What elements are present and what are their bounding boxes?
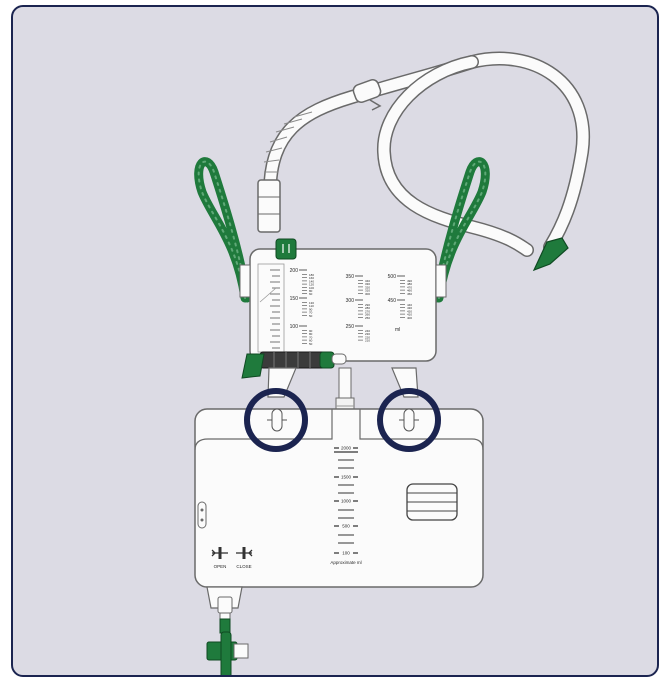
tube-connector — [258, 180, 280, 232]
chamber-scale-top: 100 — [290, 324, 299, 330]
drain-outlet[interactable] — [207, 587, 248, 677]
chamber-scale-top: 500 — [388, 274, 397, 280]
chamber-ml-label: ml — [395, 327, 400, 333]
bag-scale-label: 1500 — [341, 475, 352, 480]
chamber-scale-mark: 50 — [309, 342, 313, 346]
chamber-scale-mark: 400 — [407, 316, 412, 320]
chamber-scale-mark: 450 — [407, 292, 412, 296]
chamber-scale-top: 300 — [346, 298, 355, 304]
bag-scale-label: 100 — [342, 551, 350, 556]
chamber-scale-top: 200 — [290, 268, 299, 274]
bag-scale-label: 2000 — [341, 446, 352, 451]
drainage-tubing — [270, 59, 583, 250]
chamber-scale-mark: 50 — [309, 314, 313, 318]
measuring-chamber: ml 2001801601401201008060150130110907050… — [240, 239, 446, 361]
chamber-scale-top: 150 — [290, 296, 299, 302]
bag-scale-label: 500 — [342, 524, 350, 529]
chamber-scale-mark: 300 — [365, 292, 370, 296]
chamber-scale-top: 250 — [346, 324, 355, 330]
vent-grille-icon — [407, 484, 457, 520]
chamber-scale-mark: 60 — [309, 292, 313, 296]
sampling-port — [352, 78, 383, 110]
bag-scale-label: 1000 — [341, 499, 352, 504]
valve-close-label: CLOSE — [236, 564, 251, 569]
tube-end-cap — [534, 238, 568, 270]
bag-scale-caption: Approximate ml — [330, 560, 361, 565]
drainage-bag-illustration: ml 2001801601401201008060150130110907050… — [13, 7, 659, 677]
chamber-scale-mark: 210 — [365, 339, 370, 343]
chamber-scale-top: 350 — [346, 274, 355, 280]
chamber-scale-top: 450 — [388, 298, 397, 304]
chamber-scale-mark: 250 — [365, 316, 370, 320]
valve-open-label: OPEN — [214, 564, 227, 569]
